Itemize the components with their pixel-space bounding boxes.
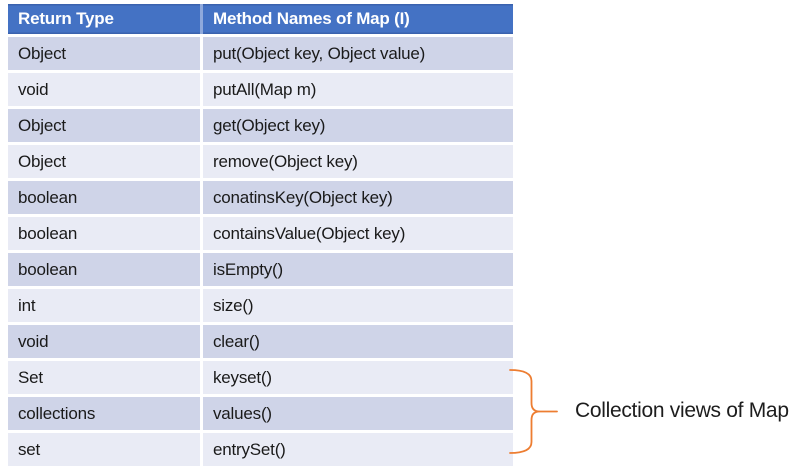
return-type-cell: int bbox=[8, 289, 200, 322]
return-type-cell: Set bbox=[8, 361, 200, 394]
column-divider bbox=[200, 4, 203, 34]
return-type-cell: boolean bbox=[8, 253, 200, 286]
column-divider bbox=[200, 325, 203, 358]
column-divider bbox=[200, 37, 203, 70]
method-name-cell: put(Object key, Object value) bbox=[203, 37, 513, 70]
column-divider bbox=[200, 145, 203, 178]
method-name-cell: entrySet() bbox=[203, 433, 513, 466]
method-name-cell: get(Object key) bbox=[203, 109, 513, 142]
return-type-cell: boolean bbox=[8, 217, 200, 250]
return-type-cell: Object bbox=[8, 145, 200, 178]
collection-views-label: Collection views of Map bbox=[575, 399, 789, 422]
column-divider bbox=[200, 217, 203, 250]
column-header-return-type: Return Type bbox=[8, 4, 200, 34]
return-type-cell: void bbox=[8, 73, 200, 106]
map-methods-table: Return Type Method Names of Map (I) Obje… bbox=[8, 4, 513, 466]
method-name-cell: size() bbox=[203, 289, 513, 322]
method-name-cell: conatinsKey(Object key) bbox=[203, 181, 513, 214]
table-header-row: Return Type Method Names of Map (I) bbox=[8, 4, 513, 34]
return-type-cell: Object bbox=[8, 37, 200, 70]
return-type-cell: Object bbox=[8, 109, 200, 142]
column-divider bbox=[200, 73, 203, 106]
column-divider bbox=[200, 109, 203, 142]
return-type-cell: collections bbox=[8, 397, 200, 430]
return-type-cell: set bbox=[8, 433, 200, 466]
method-name-cell: keyset() bbox=[203, 361, 513, 394]
method-name-cell: isEmpty() bbox=[203, 253, 513, 286]
column-divider bbox=[200, 253, 203, 286]
column-header-method-names: Method Names of Map (I) bbox=[203, 4, 513, 34]
method-name-cell: clear() bbox=[203, 325, 513, 358]
return-type-cell: boolean bbox=[8, 181, 200, 214]
column-divider bbox=[200, 433, 203, 466]
method-name-cell: putAll(Map m) bbox=[203, 73, 513, 106]
column-divider bbox=[200, 289, 203, 322]
method-name-cell: values() bbox=[203, 397, 513, 430]
column-divider bbox=[200, 361, 203, 394]
method-name-cell: remove(Object key) bbox=[203, 145, 513, 178]
return-type-cell: void bbox=[8, 325, 200, 358]
column-divider bbox=[200, 181, 203, 214]
column-divider bbox=[200, 397, 203, 430]
method-name-cell: containsValue(Object key) bbox=[203, 217, 513, 250]
